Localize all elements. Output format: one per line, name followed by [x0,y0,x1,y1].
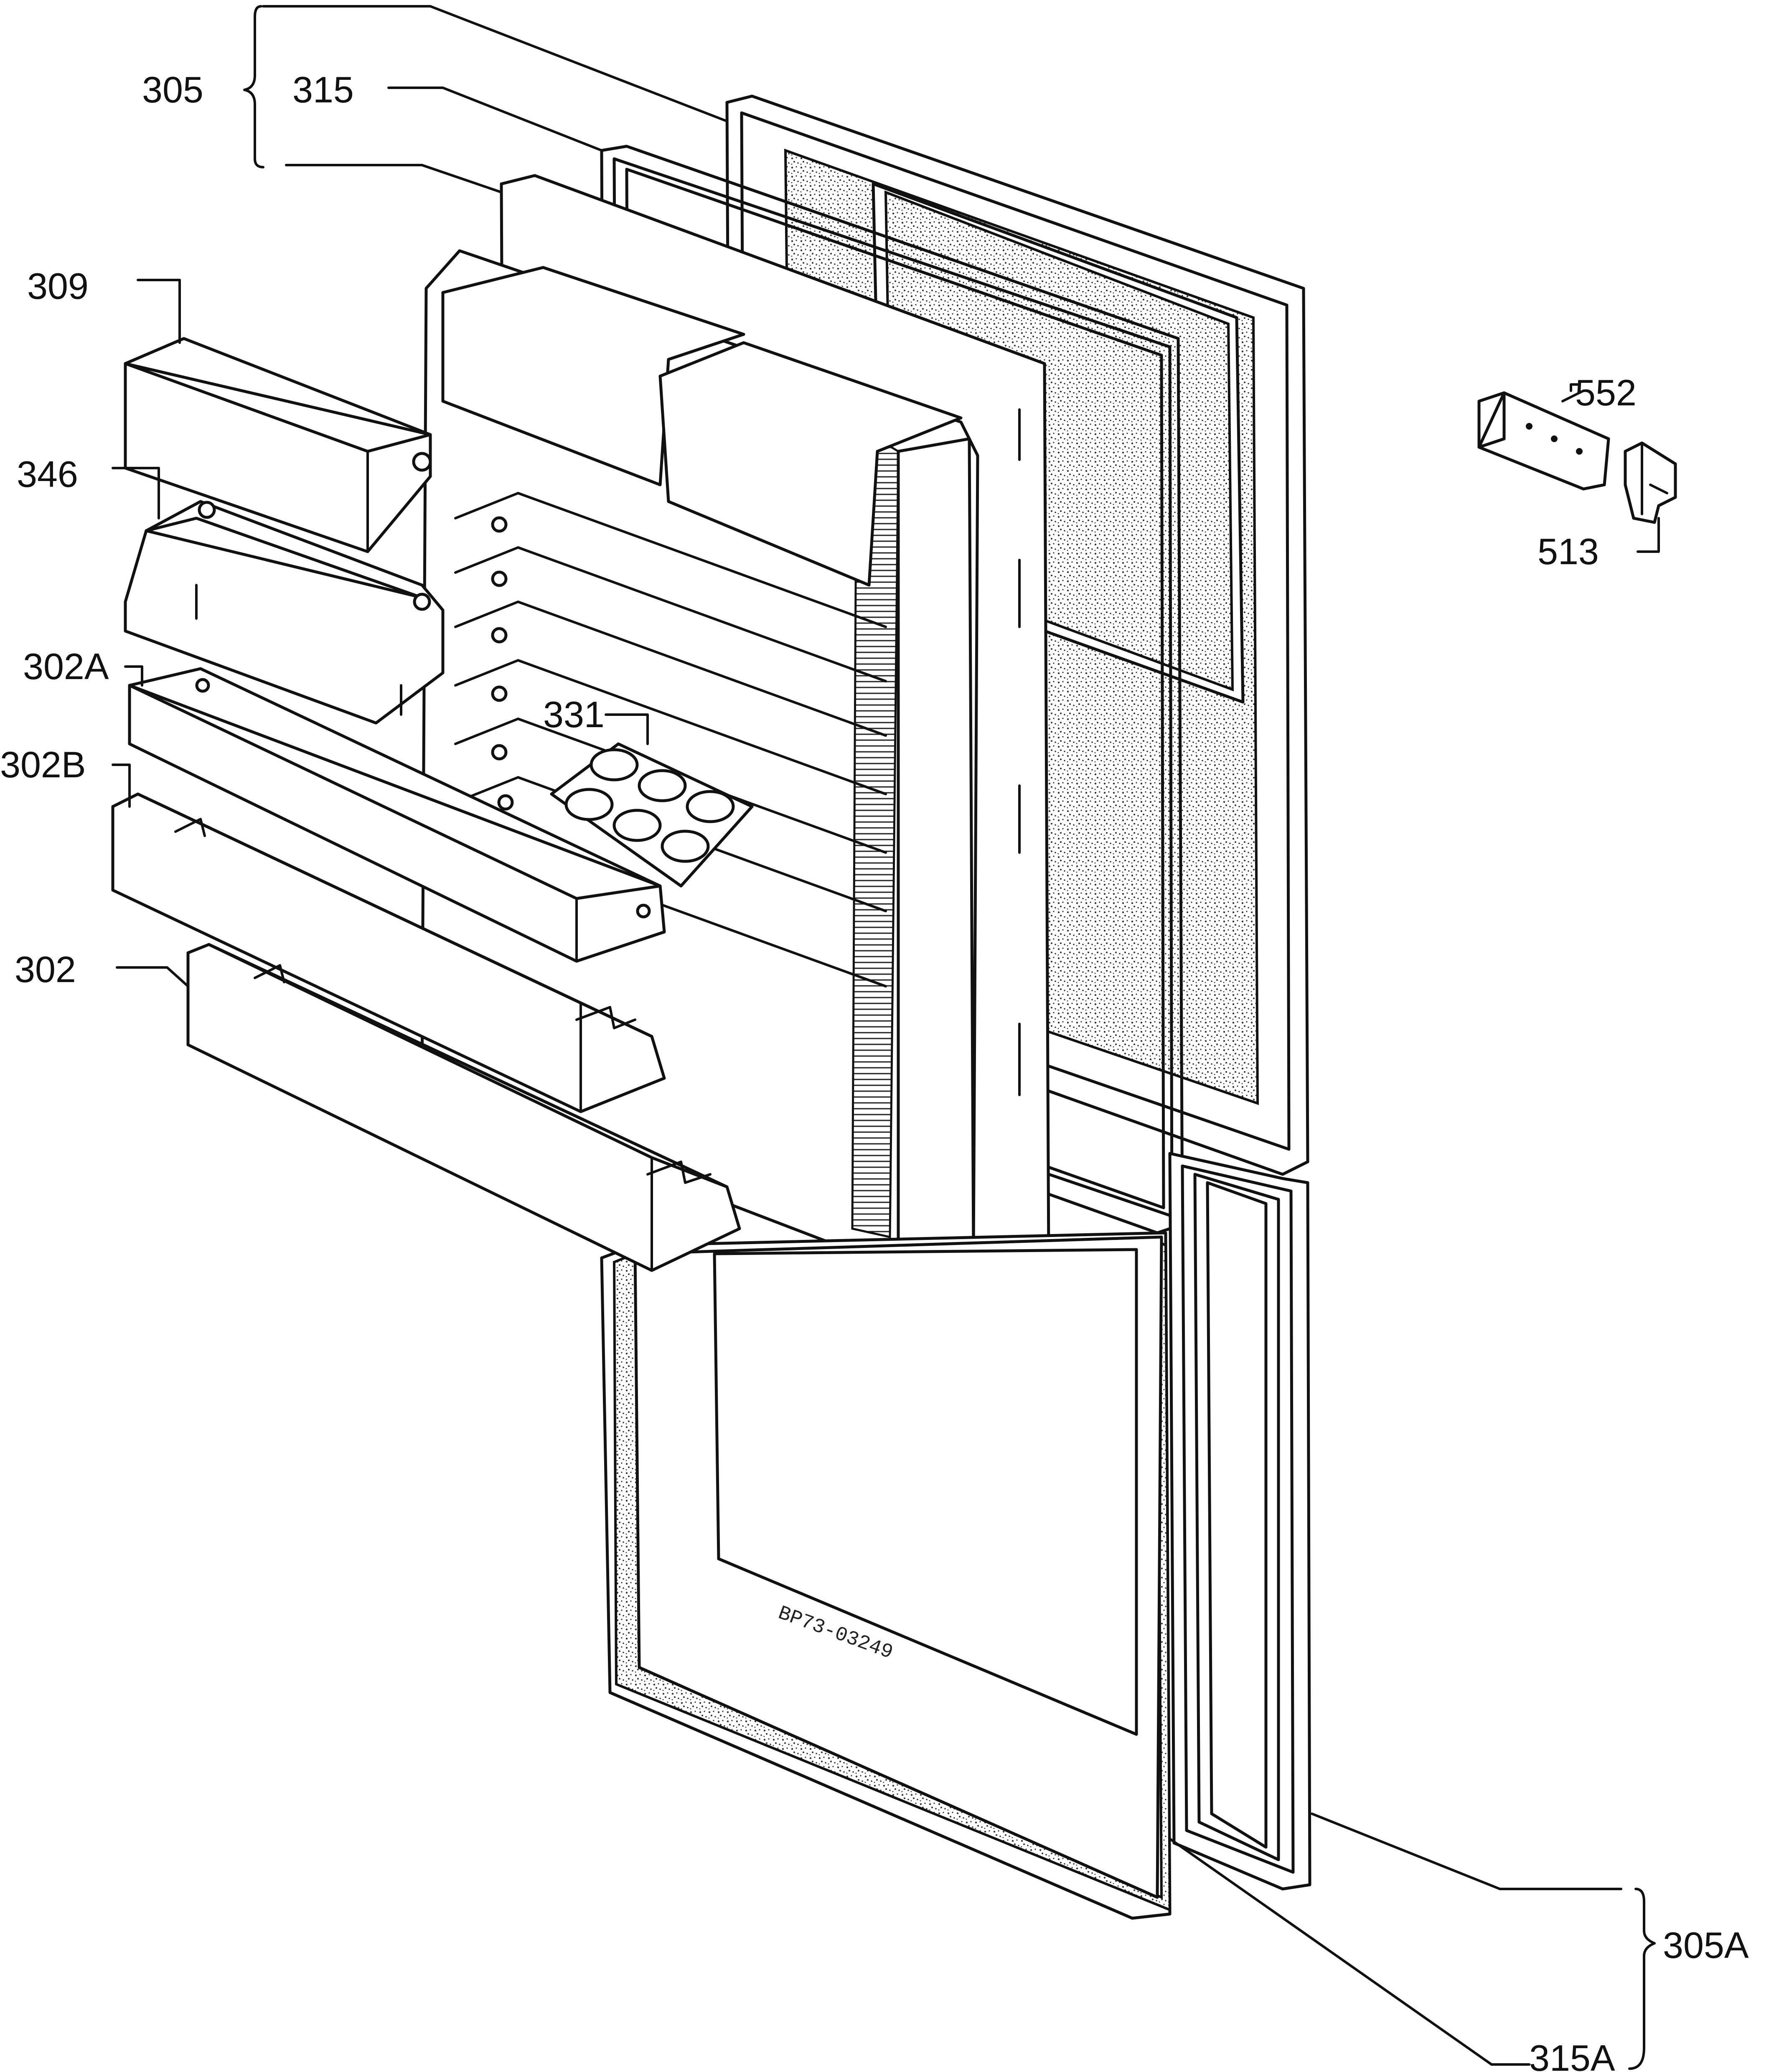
label-331: 331 [543,694,605,735]
label-302b: 302B [0,744,86,785]
part-331-egg-tray [550,742,754,888]
leader-lines [112,5,1660,2070]
label-305a: 305A [1663,1924,1749,1966]
part-302b-door-shelf [111,792,666,1113]
label-315a: 315A [1529,2037,1615,2072]
label-305: 305 [142,69,203,110]
label-302a: 302A [23,646,109,687]
outer-door-panel-lower [1168,1152,1311,1891]
label-346: 346 [17,453,78,495]
label-552: 552 [1575,372,1637,413]
part-labels: 305 315 309 346 302A 302B 302 331 552 51… [0,69,1749,2072]
inner-door-liner-upper [420,174,1050,1264]
part-513-hinge-bracket [1624,441,1677,524]
label-513: 513 [1538,531,1599,572]
door-gasket-lower [600,1231,1172,1920]
label-315: 315 [292,69,354,110]
label-309: 309 [27,265,89,307]
part-346-butter-tray [124,500,445,725]
part-302-door-shelf [186,943,741,1272]
label-302: 302 [15,949,76,990]
part-302a-door-shelf [128,667,666,963]
part-552-hinge-cover [1477,391,1610,491]
